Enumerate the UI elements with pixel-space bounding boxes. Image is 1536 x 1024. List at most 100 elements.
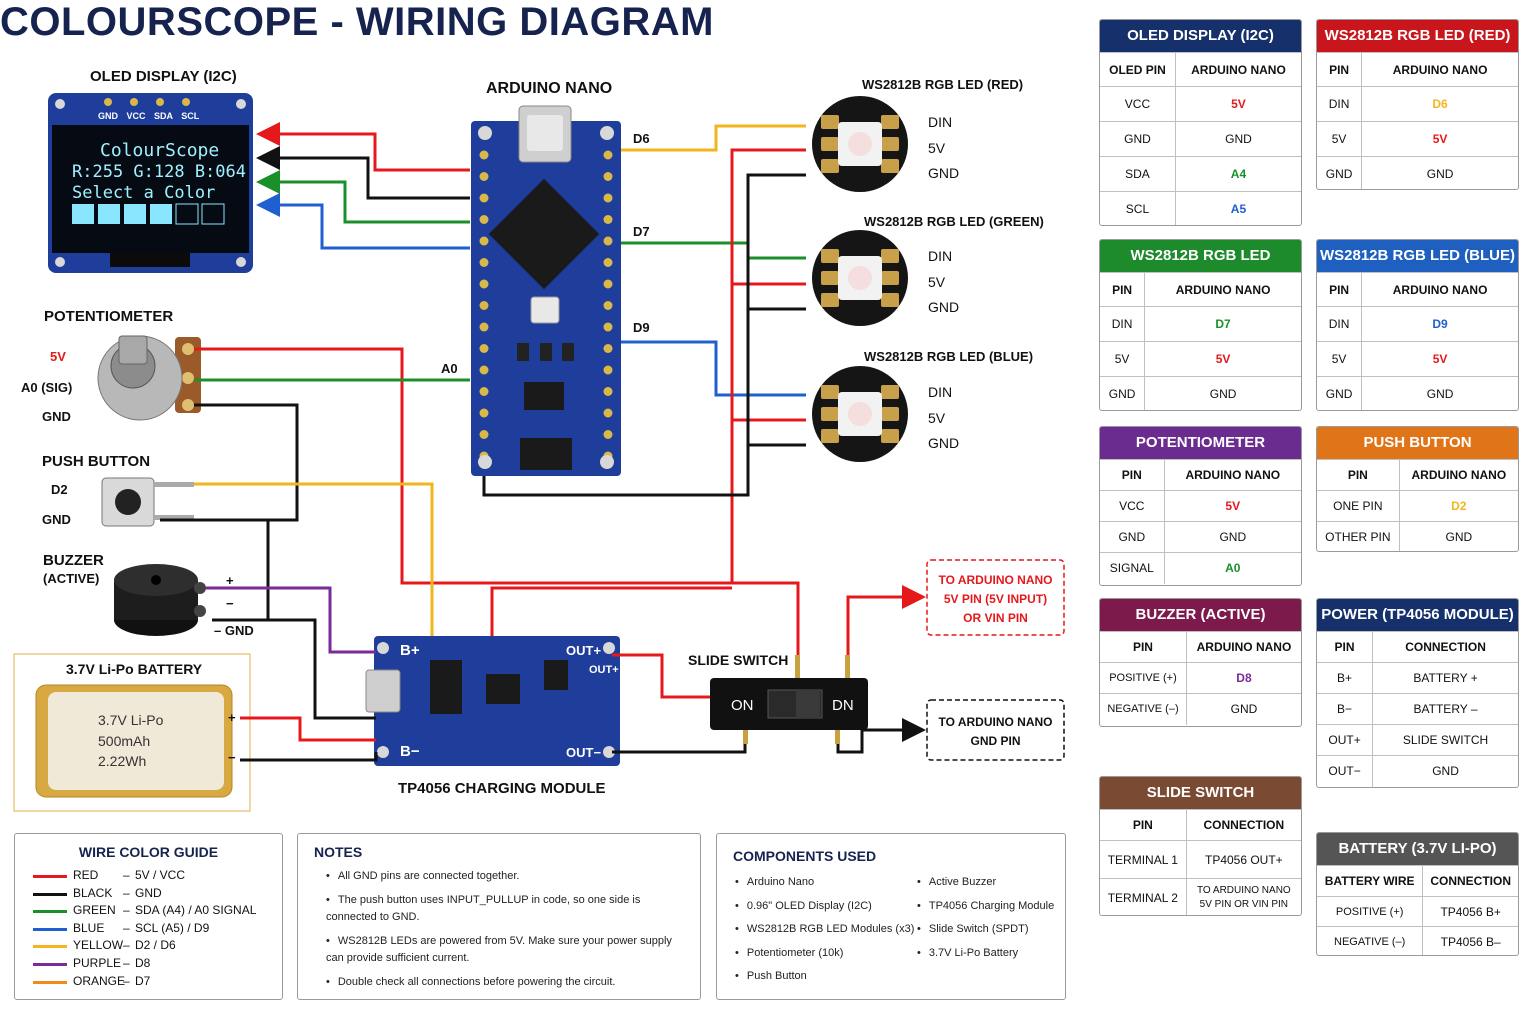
pin-table-cell: BATTERY – (1372, 693, 1518, 725)
gnd-callout-line-1: TO ARDUINO NANO (938, 715, 1053, 729)
switch-dn-label: DN (832, 697, 854, 714)
gnd-callout-line-2: GND PIN (970, 734, 1021, 748)
wire-color-desc: D2 / D6 (135, 938, 176, 953)
pin-table-cell: SCL (1100, 191, 1176, 225)
pin-table-cell: GND (1144, 376, 1301, 410)
pin-table-cell: DIN (1317, 306, 1362, 342)
pin-table-row: B−BATTERY – (1317, 693, 1518, 725)
nano-a0-label: A0 (441, 361, 458, 376)
pin-table-cell: 5V (1317, 121, 1362, 157)
wire-color-desc: GND (135, 885, 162, 900)
led-blue-label: WS2812B RGB LED (BLUE) (864, 349, 1034, 364)
component-item: 0.96" OLED Display (I2C) (735, 900, 914, 924)
battery-body (13, 653, 251, 812)
nano-pin (603, 301, 613, 310)
led-green-din-label: DIN (928, 248, 953, 264)
wire-color-swatch (33, 962, 67, 966)
pin-table-title: WS2812B RGB LED (BLUE) (1317, 240, 1518, 272)
vin-callout-box (926, 559, 1065, 636)
pin-table-header-cell: ARDUINO NANO (1185, 631, 1301, 663)
pin-table-title: BUZZER (ACTIVE) (1100, 599, 1301, 631)
battery-line-3: 2.22Wh (98, 753, 147, 769)
pin-table-cell: A4 (1174, 156, 1301, 192)
buzzer-minus-label: − (226, 596, 234, 611)
wire-guide-item: BLACK–GND (15, 886, 282, 904)
pin-table-header-cell: ARDUINO NANO (1361, 272, 1518, 307)
nano-pin (479, 344, 489, 353)
pin-table-cell: D9 (1361, 306, 1518, 342)
buzzer-body (114, 564, 206, 636)
wire-color-swatch (33, 980, 67, 984)
nano-pin (479, 322, 489, 332)
battery-label: 3.7V Li-Po BATTERY (66, 661, 203, 677)
pin-table-header-cell: ARDUINO NANO (1144, 272, 1301, 307)
note-item: The push button uses INPUT_PULLUP in cod… (326, 892, 688, 926)
wire-color-swatch (33, 892, 67, 896)
oled-line-2: R:255 G:128 B:064 (72, 162, 246, 182)
led-blue-5v-label: 5V (928, 410, 946, 426)
pin-table-cell: GND (1398, 521, 1518, 551)
nano-d9-label: D9 (633, 320, 650, 335)
pin-table-cell: OUT+ (1317, 724, 1373, 756)
nano-pin (603, 344, 613, 353)
component-item: TP4056 Charging Module (917, 900, 1054, 924)
pin-table-cell: GND (1317, 156, 1362, 189)
pin-table-cell: TO ARDUINO NANO 5V PIN OR VIN PIN (1185, 878, 1301, 915)
oled-pin-vcc: VCC (126, 111, 146, 121)
pin-table-row: B+BATTERY + (1317, 662, 1518, 694)
pin-table-cell: GND (1317, 376, 1362, 410)
wire-color-swatch (33, 927, 67, 931)
battery-minus-label: − (228, 750, 236, 765)
wire-color-name: PURPLE (73, 955, 122, 970)
push-gnd-label: GND (42, 512, 71, 527)
pin-table-cell: GND (1100, 376, 1145, 410)
pin-table-row: POSITIVE (+)D8 (1100, 662, 1301, 694)
buzzer-gnd-label: – GND (214, 623, 254, 638)
pin-table-cell: ONE PIN (1317, 490, 1400, 522)
pin-table-cell: D8 (1185, 662, 1301, 694)
nano-pin (603, 279, 613, 289)
nano-pin (603, 387, 613, 396)
led-green-label: WS2812B RGB LED (GREEN) (864, 214, 1044, 229)
switch-on-label: ON (731, 697, 754, 714)
gnd-callout-box (926, 699, 1065, 761)
pin-table-row: NEGATIVE (–)GND (1100, 693, 1301, 725)
note-item: WS2812B LEDs are powered from 5V. Make s… (326, 933, 688, 967)
slide-switch-label: SLIDE SWITCH (688, 652, 789, 668)
wire-color-name: BLACK (73, 885, 113, 900)
pot-label: POTENTIOMETER (44, 308, 174, 325)
pin-table-cell: BATTERY + (1372, 662, 1518, 694)
pin-table-cell: OUT− (1317, 755, 1373, 787)
nano-pin (603, 365, 613, 375)
pin-table-title: SLIDE SWITCH (1100, 777, 1301, 809)
wires (160, 122, 926, 762)
pin-table-cell: OTHER PIN (1317, 521, 1400, 551)
wire-guide-item: RED–5V / VCC (15, 868, 282, 886)
page-title: COLOURSCOPE - WIRING DIAGRAM (0, 0, 714, 44)
pin-table-title: POTENTIOMETER (1100, 427, 1301, 459)
buzzer-label: BUZZER (43, 552, 104, 569)
pin-table-cell: GND (1361, 156, 1518, 189)
push-button-body (101, 477, 194, 527)
nano-pin (479, 279, 489, 289)
components-title: COMPONENTS USED (733, 848, 877, 864)
pin-table-cell: POSITIVE (+) (1317, 896, 1423, 927)
